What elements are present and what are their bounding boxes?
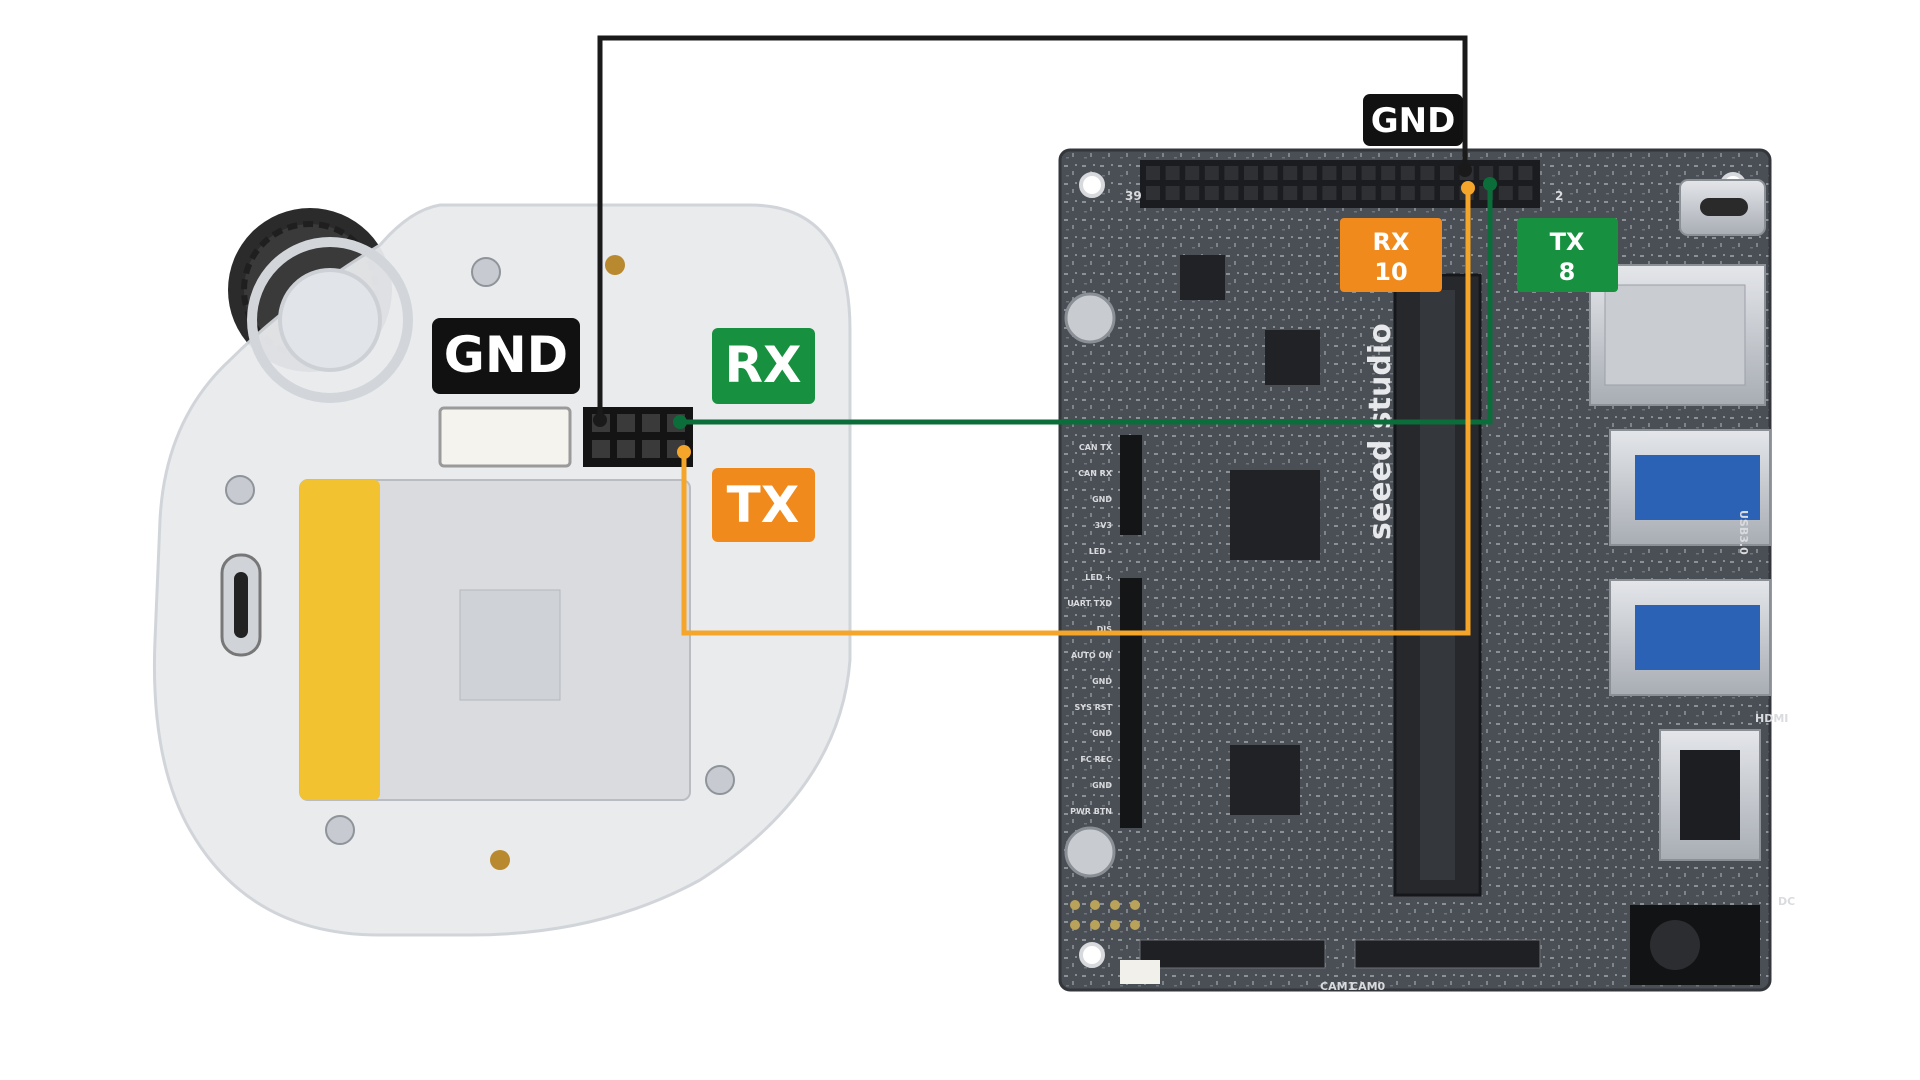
board-rx-pin: 10 [1374,258,1407,286]
cam1-label: CAM1 [1320,980,1355,993]
gpio-pin [1283,166,1298,180]
gpio-pin [1204,186,1219,200]
gpio-pin [1381,186,1396,200]
side-pin-label: DIS [1097,625,1113,634]
cam0-label: CAM0 [1350,980,1386,993]
gpio-pin [1440,186,1454,200]
side-pin-label: GND [1092,729,1112,738]
side-pin-label: AUTO ON [1071,651,1112,660]
side-pin-label: GND [1092,781,1112,790]
gpio-pin [1185,166,1200,180]
usb-c-port-icon [220,553,262,657]
device-gnd-tag: GND [432,318,580,394]
header-pin-39-label: 39 [1125,189,1142,203]
gpio-pin [1400,166,1415,180]
brand-silkscreen: seeed studio [1363,323,1398,540]
gpio-pin [1263,166,1278,180]
screws [225,257,735,845]
gpio-pin [1185,186,1200,200]
gpio-pin [1518,166,1533,180]
gpio-pin [1342,186,1356,200]
gpio-pin [1146,166,1160,180]
jst-connector [438,406,572,468]
gpio-pin [1165,166,1180,180]
dc-jack-icon [1630,905,1760,985]
gpio-pin [1498,166,1513,180]
wire-endpoints [593,163,1497,459]
device-tx-label: TX [727,476,800,534]
side-pin-label: CAN RX [1078,469,1113,478]
gpio-pin [1420,186,1435,200]
board-rx-label: RX [1373,228,1410,256]
gpio-pin [1342,166,1356,180]
gpio-pin [1224,166,1239,180]
side-pin-label: GND [1092,677,1112,686]
usb-c-port-icon [1679,179,1766,236]
dc-label: DC [1778,895,1795,908]
dial-ring [247,237,413,403]
gpio-pin [1322,186,1337,200]
servo-controller-device [152,203,852,937]
gpio-pin [1204,166,1219,180]
gpio-pin [1361,186,1376,200]
gpio-pin [1440,166,1454,180]
gpio-pin [1400,186,1415,200]
board-gnd-label: GND [1371,101,1456,141]
gnd-wire [597,35,1468,420]
gpio-pin [1146,186,1160,200]
small-connector [1120,960,1160,984]
side-pin-label: 3V3 [1095,521,1112,530]
side-pin-label: PWR BTN [1070,807,1112,816]
gpio-pin [1302,186,1317,200]
board-tx-label: TX [1550,228,1585,256]
gpio-pin [1244,186,1258,200]
board-tx-pin: 8 [1559,258,1576,286]
hdmi-label: HDMI [1755,712,1788,725]
gpio-pin [1479,166,1494,180]
gpio-pin [1361,166,1376,180]
gpio-header [1140,160,1540,208]
gpio-pin [1381,166,1396,180]
gpio-pin [1263,186,1278,200]
ethernet-port-icon [1589,264,1766,406]
device-gnd-label: GND [444,326,568,384]
board-rx-tag: RX 10 [1340,218,1442,292]
device-rx-tag: RX [712,328,815,404]
battery [299,479,691,801]
side-pin-label: UART TXD [1067,599,1112,608]
side-pin-label: LED - [1089,547,1112,556]
usb3-top-label: USB3.0 [1737,510,1750,555]
side-pin-label: SYS RST [1075,703,1113,712]
gpio-pin [1224,186,1239,200]
side-pin-label: CAN TX [1079,443,1113,452]
gpio-pin [1498,186,1513,200]
header-pin-2-label: 2 [1555,189,1563,203]
side-pin-label: GND [1092,495,1112,504]
camera-connectors [1139,939,1541,969]
gpio-pin [1420,166,1435,180]
gpio-pin [1244,166,1258,180]
hdmi-port-icon [1659,729,1761,861]
gpio-pin [1165,186,1180,200]
device-rx-label: RX [724,336,801,394]
side-pin-label: FC REC [1080,755,1112,764]
chips [1180,255,1320,815]
side-pin-header [1120,435,1142,828]
gpio-pin [1322,166,1337,180]
gpio-pin [1283,186,1298,200]
device-tx-tag: TX [712,468,815,542]
tx-wire [681,188,1471,636]
board-tx-tag: TX 8 [1517,218,1618,292]
board-gnd-tag: GND [1363,94,1463,146]
side-pin-label: LED + [1085,573,1112,582]
usb-a-port-icon [1609,429,1771,696]
gpio-pin [1518,186,1533,200]
rx-wire [680,184,1493,425]
gpio-pin [1302,166,1317,180]
